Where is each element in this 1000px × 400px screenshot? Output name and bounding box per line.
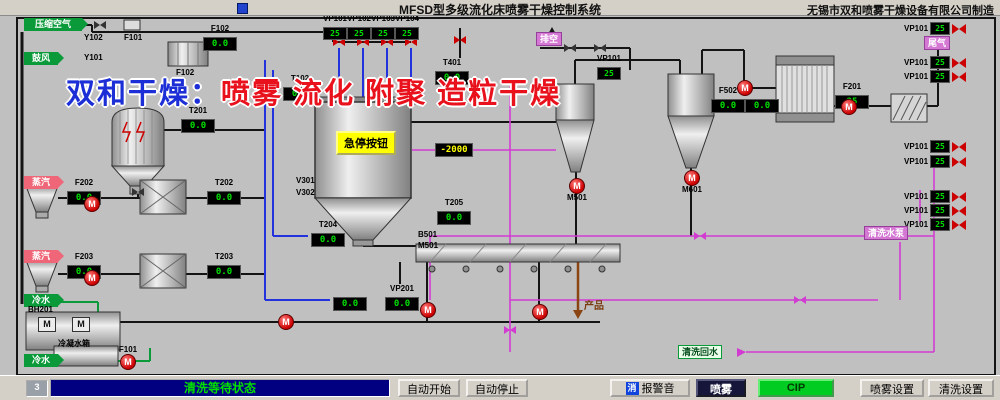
mute-alarm-button[interactable]: 消报警音 <box>610 379 690 397</box>
label-b501: B501 <box>418 230 438 239</box>
label-vent: 排空 <box>536 32 563 46</box>
spray-mode-button[interactable]: 喷雾 <box>696 379 746 397</box>
mixer-motor-icon: M <box>72 317 90 332</box>
valve-icon <box>952 156 967 167</box>
pump-row-b[interactable]: M <box>84 270 100 286</box>
feed-funnel-a <box>25 185 59 213</box>
label-y101: Y101 <box>84 53 103 62</box>
flow-arrow-compressed-air: 压缩空气 <box>24 18 88 31</box>
title-bar: MFSD型多级流化床喷雾干燥控制系统 无锡市双和喷雾干燥设备有限公司制造 <box>0 0 1000 17</box>
bag-filter <box>111 107 165 167</box>
screen-indicator[interactable]: 3 <box>26 380 48 397</box>
label-f101: F101 <box>124 33 143 42</box>
label-condensate-tank: 冷凝水箱 <box>58 339 90 348</box>
valve-icon <box>952 219 967 230</box>
valve-icon <box>952 57 967 68</box>
valves <box>94 21 806 334</box>
auto-stop-button[interactable]: 自动停止 <box>466 379 528 397</box>
titlebar-icon <box>237 3 248 14</box>
company-name: 无锡市双和喷雾干燥设备有限公司制造 <box>807 5 994 17</box>
label-tail-gas: 尾气 <box>924 36 951 50</box>
mute-icon: 消 <box>625 381 639 395</box>
spray-settings-button[interactable]: 喷雾设置 <box>860 379 924 397</box>
flow-arrow-cooling-return: 冷水 <box>24 354 64 367</box>
label-v301: V301 <box>296 176 315 185</box>
valve-icon <box>952 71 967 82</box>
label-cip-pump: 清洗水泵 <box>864 226 909 240</box>
cyclone-1 <box>555 83 595 121</box>
label-cip-return: 清洗回水 <box>678 345 723 359</box>
page-title: MFSD型多级流化床喷雾干燥控制系统 <box>399 3 601 17</box>
label-product: 产品 <box>584 301 604 312</box>
label-f102: F102 <box>176 68 195 77</box>
pump-row-a[interactable]: M <box>84 196 100 212</box>
valve-icon <box>952 23 967 34</box>
cip-button[interactable]: CIP <box>758 379 834 397</box>
label-bh201: BH201 <box>28 305 53 314</box>
flow-arrow-steam-b: 蒸汽 <box>24 250 64 263</box>
mixer-motor-icon: M <box>38 317 56 332</box>
bottom-toolbar: 3 清洗等待状态 自动开始 自动停止 消报警音 喷雾 CIP 喷雾设置 清洗设置 <box>0 375 1000 400</box>
clean-settings-button[interactable]: 清洗设置 <box>928 379 994 397</box>
product-arrowhead <box>573 310 583 319</box>
display-f502-2: 0.0 <box>742 86 782 113</box>
auto-start-button[interactable]: 自动开始 <box>398 379 460 397</box>
exhaust-filter <box>890 93 928 123</box>
label-y102: Y102 <box>84 33 103 42</box>
pulse-jet-icon <box>121 121 132 143</box>
equipment <box>25 19 928 367</box>
inline-filter-f101 <box>123 19 141 31</box>
display-aux: 0.0 <box>330 284 370 311</box>
feed-funnel-b <box>25 259 59 287</box>
flow-arrow-steam-a: 蒸汽 <box>24 176 64 189</box>
pump-f502-fan[interactable]: M <box>737 80 753 96</box>
pump-f201-fan[interactable]: M <box>841 99 857 115</box>
pump-bed-2[interactable]: M <box>532 304 548 320</box>
valve-icon <box>952 191 967 202</box>
status-bar: 清洗等待状态 <box>50 379 390 397</box>
valve-icon <box>952 141 967 152</box>
heat-exchanger <box>775 55 835 123</box>
pump-bed-1[interactable]: M <box>420 302 436 318</box>
pulse-jet-icon <box>135 121 146 143</box>
flow-arrow-cooling-water: 冷水 <box>24 294 64 307</box>
pump-condensate-loop[interactable]: M <box>278 314 294 330</box>
valve-icon <box>952 205 967 216</box>
emergency-stop-button[interactable]: 急停按钮 <box>336 131 396 155</box>
pipes-blue <box>264 48 412 301</box>
label-m501: M501 <box>418 241 439 250</box>
cip-arrowhead <box>737 348 746 357</box>
label-v302: V302 <box>296 188 315 197</box>
display-chamber-pressure: -2000 <box>434 130 474 157</box>
flow-arrow-blower: 鼓风 <box>24 52 64 65</box>
